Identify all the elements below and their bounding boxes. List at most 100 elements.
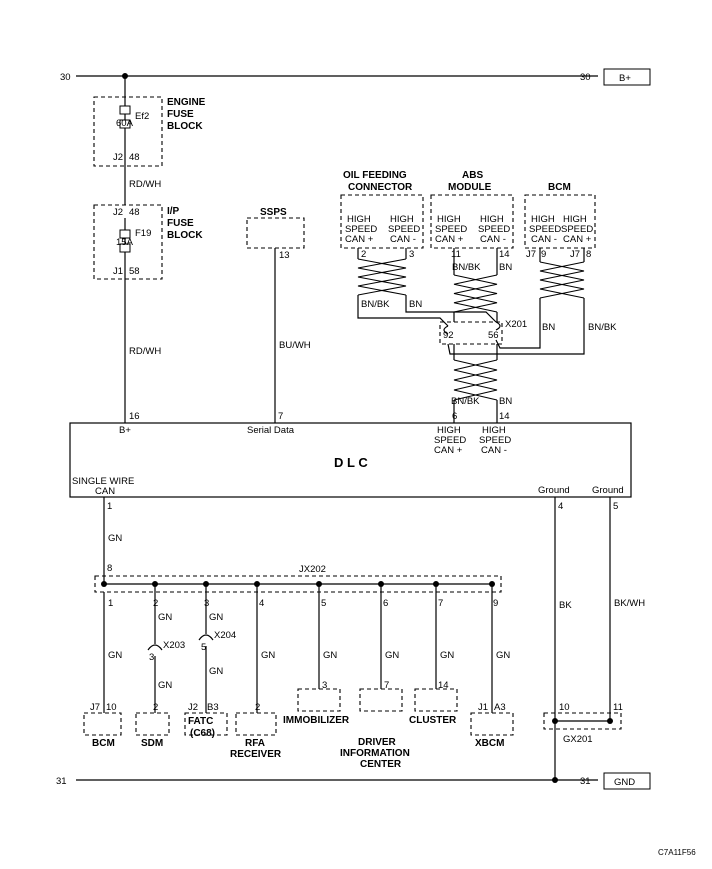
jx202-junction-dot — [433, 581, 439, 587]
wire-gn-main: GN — [108, 533, 122, 544]
figure-code: C7A11F56 — [658, 848, 696, 857]
abs-pin-a: 11 — [451, 249, 461, 260]
bcm-conn-a: J7 — [526, 249, 536, 260]
wire-gn-cluster: GN — [440, 650, 454, 661]
dic-pin: 7 — [384, 680, 389, 691]
xbcm-pin: A3 — [494, 702, 506, 713]
dlc-sw-line2: CAN — [95, 486, 115, 497]
ssps-title: SSPS — [260, 207, 287, 218]
fatc-name-2: (C68) — [190, 728, 215, 739]
twist-abs-module — [453, 274, 498, 313]
branch-pin-7: 7 — [438, 598, 443, 609]
oil-hsm-1: HIGH — [390, 214, 414, 225]
single-wire-can: 1 GN 8 — [103, 497, 122, 584]
twist-dlc — [453, 359, 498, 401]
oil-pin-b: 3 — [409, 249, 414, 260]
xbcm-name: XBCM — [475, 738, 504, 749]
fatc-module: J2 B3 FATC (C68) — [184, 702, 228, 739]
oil-hsp-2: SPEED — [345, 224, 377, 235]
wire-dlc-bnbk: BN/BK — [451, 396, 480, 407]
cluster-name: CLUSTER — [409, 715, 457, 726]
bcm-pin-b: 8 — [586, 249, 591, 260]
immo-pin: 3 — [322, 680, 327, 691]
abs-module: ABS MODULE HIGH SPEED CAN + HIGH SPEED C… — [430, 170, 514, 260]
abs-hsp-3: CAN + — [435, 234, 464, 245]
oil-hsm-2: SPEED — [388, 224, 420, 235]
splice-pin-92: 92 — [443, 330, 454, 341]
abs-hsm-2: SPEED — [478, 224, 510, 235]
cluster-module: 14 CLUSTER — [409, 680, 458, 726]
splice-x201-name: X201 — [505, 319, 527, 330]
branch-pin-6: 6 — [383, 598, 388, 609]
ssps-pin: 13 — [279, 250, 290, 261]
rfa-name-2: RECEIVER — [230, 749, 282, 760]
jx202-junction-dot — [254, 581, 260, 587]
abs-pin-b: 14 — [499, 249, 510, 260]
rail-30-left: 30 — [60, 72, 71, 83]
ip-fuse-title-1: I/P — [167, 206, 180, 217]
branch-pin-1: 1 — [108, 598, 113, 609]
bcm-bottom-module: J7 10 BCM — [83, 702, 122, 749]
junction-dots — [101, 581, 495, 587]
oil-hsp-1: HIGH — [347, 214, 371, 225]
jx202-junction-dot — [101, 581, 107, 587]
cluster-pin: 14 — [438, 680, 449, 691]
gnd-tag: GND — [614, 777, 635, 788]
splice-pin-56: 56 — [488, 330, 499, 341]
engine-fuse-block: Ef2 60A J2 48 ENGINE FUSE BLOCK — [93, 76, 206, 167]
rail-31-right: 31 — [580, 776, 591, 787]
dlc-hsp-3: CAN + — [434, 445, 463, 456]
fuse-f19-label: F19 — [135, 228, 151, 239]
ssps-module: SSPS 13 BU/WH — [246, 207, 311, 423]
oil-feeding-connector: OIL FEEDING CONNECTOR HIGH SPEED CAN + H… — [340, 170, 424, 260]
gx201-pin-10: 10 — [559, 702, 570, 713]
jx202-junction-dot — [489, 581, 495, 587]
gx201-name: GX201 — [563, 734, 593, 745]
jx202-in-pin: 8 — [107, 563, 112, 574]
branch-pin-9: 9 — [493, 598, 498, 609]
ip-conn-bottom: J1 — [113, 266, 123, 277]
fuse-f19-rating: 15A — [116, 237, 134, 248]
abs-hsp-1: HIGH — [437, 214, 461, 225]
xbcm-module: J1 A3 XBCM — [470, 702, 514, 749]
dic-name-1: DRIVER — [358, 737, 397, 748]
rail-30-right: 30 — [580, 72, 591, 83]
ip-conn-top: J2 — [113, 207, 123, 218]
wire-oil-bn: BN — [409, 299, 422, 310]
jx202-junction-dot — [316, 581, 322, 587]
sdm-pin: 2 — [153, 702, 158, 713]
fatc-pin: B3 — [207, 702, 219, 713]
wire-gn-immo: GN — [323, 650, 337, 661]
fatc-name-1: FATC — [188, 716, 213, 727]
bcm-b-pin: 10 — [106, 702, 117, 713]
wire-gn-sdm-lower: GN — [158, 680, 172, 691]
gnd-pin-4: 4 — [558, 501, 563, 512]
bcm-conn-b: J7 — [570, 249, 580, 260]
wire-rdwh-lower: RD/WH — [129, 346, 161, 357]
sdm-module: 2 SDM — [135, 702, 170, 749]
branch-wires: 1 GN 2 GN X203 3 GN 3 GN X204 5 GN 4 GN … — [101, 581, 510, 713]
abs-hsp-2: SPEED — [435, 224, 467, 235]
jx202-junction-dot — [378, 581, 384, 587]
jx202-junction: JX202 — [94, 564, 502, 593]
inline-x204-pin: 5 — [201, 642, 206, 653]
ip-pin-bottom: 58 — [129, 266, 140, 277]
wire-gn-dic: GN — [385, 650, 399, 661]
abs-title-1: ABS — [462, 170, 483, 181]
jx202-title: JX202 — [299, 564, 326, 575]
rfa-name-1: RFA — [245, 738, 265, 749]
bcm-hsp-1: HIGH — [563, 214, 587, 225]
dlc-pin-16: 16 — [129, 411, 140, 422]
sw-can-pin-1: 1 — [107, 501, 112, 512]
wire-rdwh-upper: RD/WH — [129, 179, 161, 190]
rfa-pin: 2 — [255, 702, 260, 713]
bcm-pin-a: 9 — [541, 249, 546, 260]
dlc-hsp-2: SPEED — [434, 435, 466, 446]
dlc-serial-label: Serial Data — [247, 425, 295, 436]
wire-bcm-bn: BN — [542, 322, 555, 333]
dic-name-3: CENTER — [360, 759, 402, 770]
twist-bcm-top — [539, 261, 585, 299]
engine-fuse-title-2: FUSE — [167, 109, 194, 120]
dlc-hsm-2: SPEED — [479, 435, 511, 446]
sdm-name: SDM — [141, 738, 163, 749]
